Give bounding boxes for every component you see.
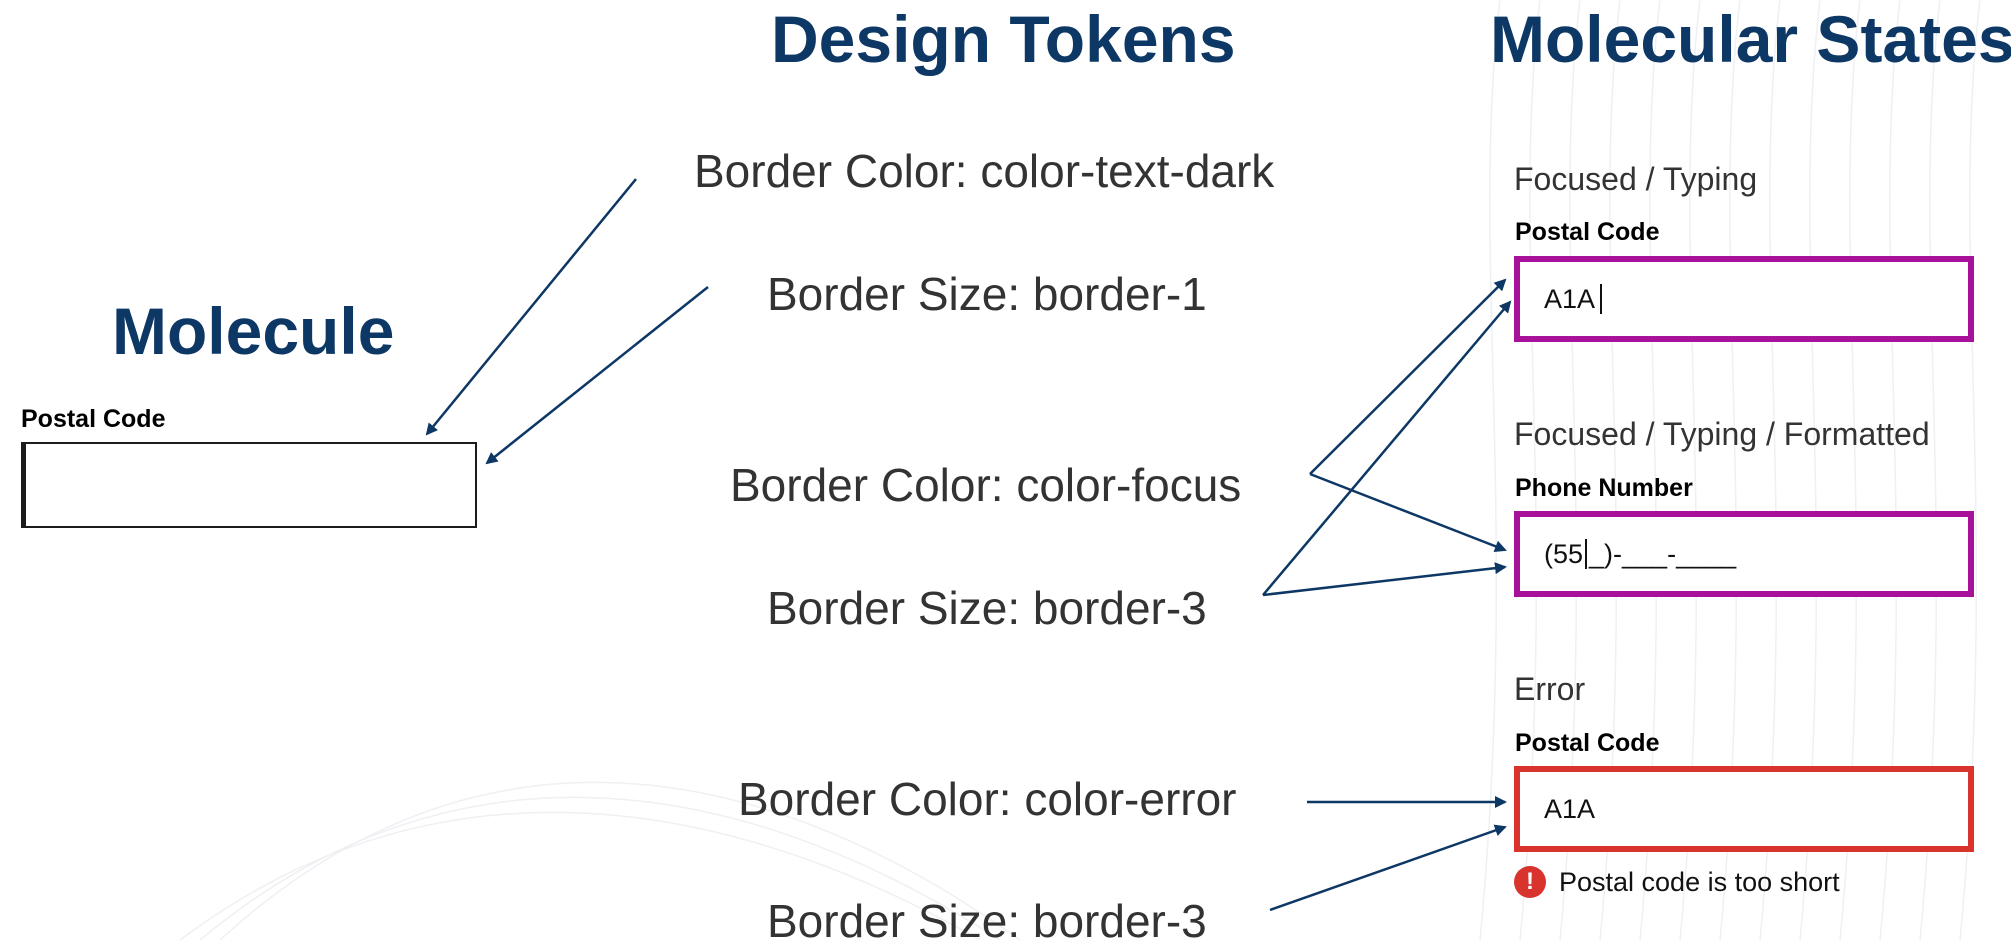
token-border-size-3-error: Border Size: border-3 (767, 895, 1207, 947)
focused-postal-code-input[interactable]: A1A (1514, 256, 1974, 342)
state-focused-field-label: Postal Code (1515, 218, 1660, 246)
text-cursor (1585, 539, 1588, 569)
token-border-color-dark: Border Color: color-text-dark (694, 145, 1275, 197)
state-focused-typing-label: Focused / Typing (1514, 161, 1758, 197)
token-border-size-3-focus: Border Size: border-3 (767, 582, 1207, 634)
token-border-size-1: Border Size: border-1 (767, 268, 1207, 320)
text-cursor (1600, 284, 1603, 314)
exclamation-circle-icon: ! (1514, 866, 1546, 898)
phone-value-mask: _)-___-____ (1589, 538, 1737, 569)
design-tokens-heading: Design Tokens (771, 2, 1236, 76)
state-formatted-label: Focused / Typing / Formatted (1514, 416, 1930, 452)
molecule-heading: Molecule (112, 294, 395, 368)
formatted-phone-number-input[interactable]: (55 _)-___-____ (1514, 511, 1974, 597)
focused-input-value: A1A (1544, 283, 1596, 314)
error-postal-code-input[interactable]: A1A (1514, 766, 1974, 852)
error-message-row: ! Postal code is too short (1514, 866, 1840, 898)
molecular-states-heading: Molecular States (1490, 2, 2011, 76)
phone-value-before-cursor: (55 (1544, 538, 1584, 569)
error-message-text: Postal code is too short (1559, 866, 1840, 897)
state-formatted-field-label: Phone Number (1515, 474, 1693, 502)
error-input-value: A1A (1544, 793, 1596, 824)
state-error-field-label: Postal Code (1515, 729, 1660, 757)
state-error-label: Error (1514, 671, 1586, 707)
molecule-field-label: Postal Code (21, 405, 166, 433)
molecule-postal-code-input[interactable] (21, 442, 477, 528)
token-border-color-focus: Border Color: color-focus (730, 459, 1242, 511)
token-border-color-error: Border Color: color-error (738, 773, 1237, 825)
